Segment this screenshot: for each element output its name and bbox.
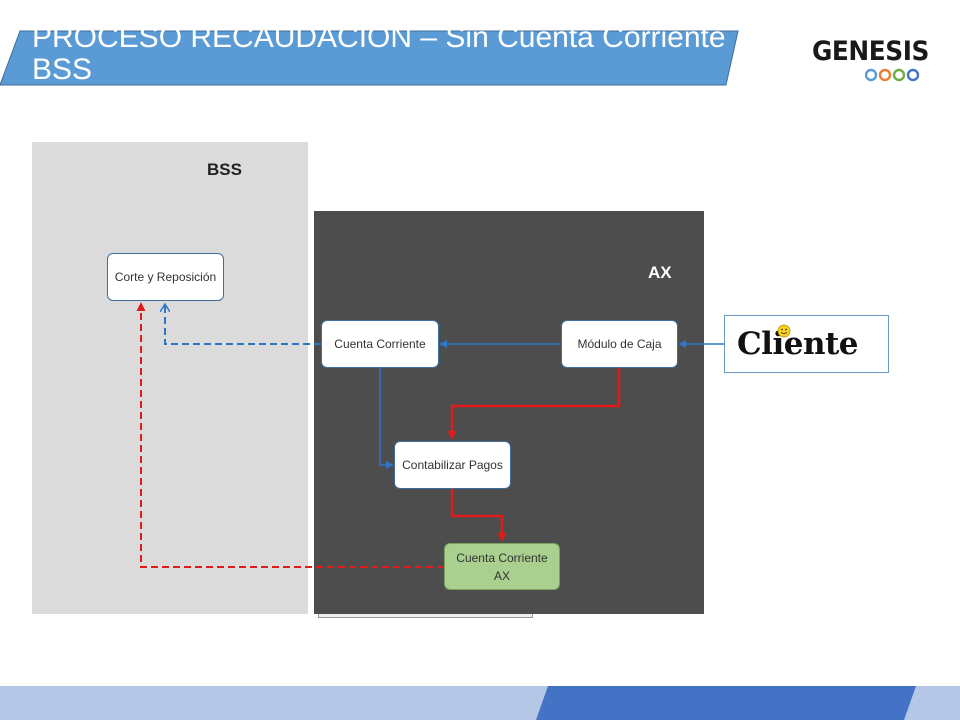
node-cuenta-corriente-ax[interactable]: Cuenta Corriente AX (444, 543, 560, 590)
node-cuenta-corriente[interactable]: Cuenta Corriente (321, 320, 439, 368)
slide-title: PROCESO RECAUDACION – Sin Cuenta Corrien… (32, 22, 726, 86)
smiley-icon (777, 324, 791, 338)
node-modulo-caja[interactable]: Módulo de Caja (561, 320, 678, 368)
node-modulo-caja-label: Módulo de Caja (577, 337, 662, 351)
node-contabilizar-label: Contabilizar Pagos (402, 458, 503, 472)
node-contabilizar-pagos[interactable]: Contabilizar Pagos (394, 441, 511, 489)
footer-band (0, 686, 960, 720)
logo-text: GENESIS (812, 36, 929, 67)
node-cuenta-ax-label: Cuenta Corriente AX (456, 550, 548, 583)
node-cuenta-corriente-label: Cuenta Corriente (334, 337, 426, 351)
cliente-box[interactable]: Cliente (724, 315, 889, 373)
title-banner (0, 30, 739, 86)
logo-rings-icon (865, 68, 920, 82)
ax-label: AX (648, 263, 672, 282)
genesis-logo: GENESIS (812, 36, 932, 86)
node-corte-reposicion[interactable]: Corte y Reposición (107, 253, 224, 301)
bss-label: BSS (207, 160, 242, 179)
node-corte-label: Corte y Reposición (114, 270, 217, 284)
bss-panel (32, 142, 308, 614)
cliente-label: Cliente (737, 326, 859, 362)
